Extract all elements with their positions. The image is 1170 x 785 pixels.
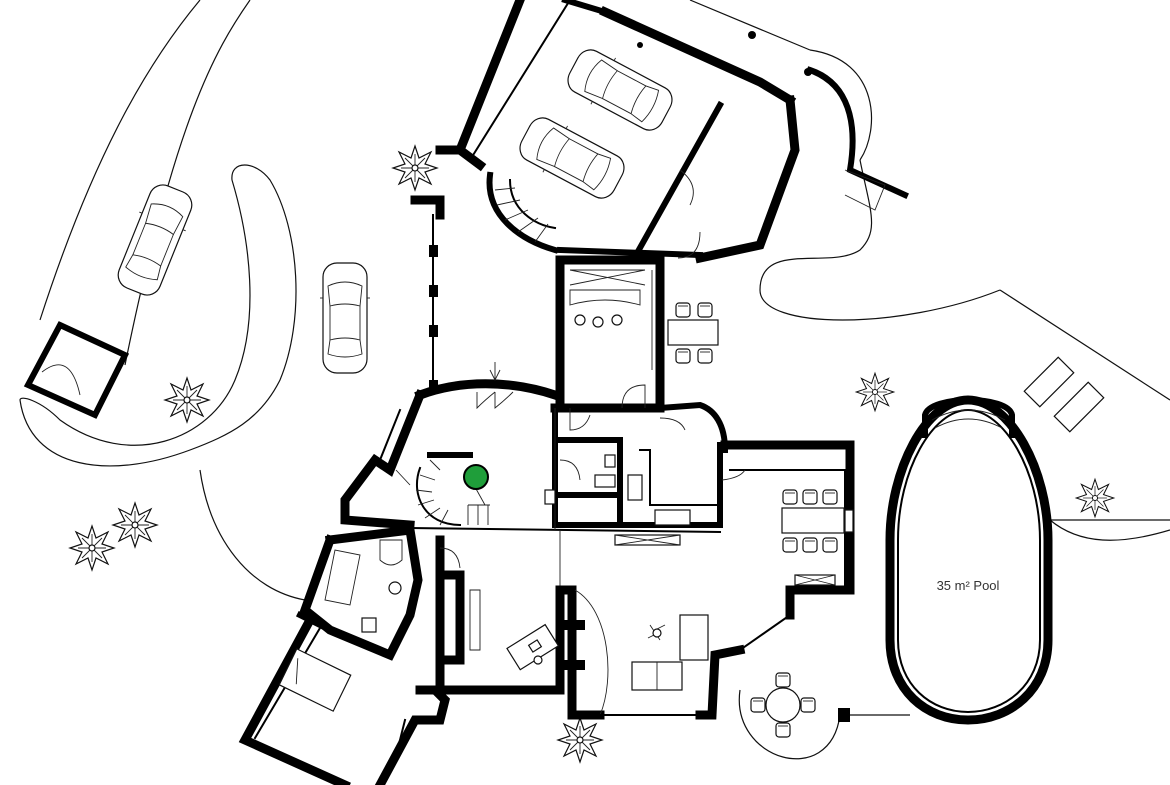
terrace-furniture bbox=[667, 302, 910, 760]
trees bbox=[69, 145, 1115, 763]
garage bbox=[435, 0, 909, 264]
shed bbox=[23, 321, 130, 419]
dining-furniture bbox=[781, 489, 854, 586]
doors bbox=[395, 169, 746, 569]
living-furniture bbox=[631, 614, 709, 691]
driveway-outlines bbox=[19, 0, 1170, 601]
location-marker[interactable] bbox=[463, 464, 489, 490]
pool-label: 35 m² Pool bbox=[937, 578, 1000, 593]
pool: 35 m² Pool bbox=[885, 395, 1053, 725]
garage-stair bbox=[486, 171, 559, 254]
sun-loungers bbox=[1023, 356, 1105, 433]
house-walls bbox=[238, 195, 855, 785]
kitchen-fixtures bbox=[544, 269, 691, 546]
office-desk bbox=[506, 623, 560, 671]
